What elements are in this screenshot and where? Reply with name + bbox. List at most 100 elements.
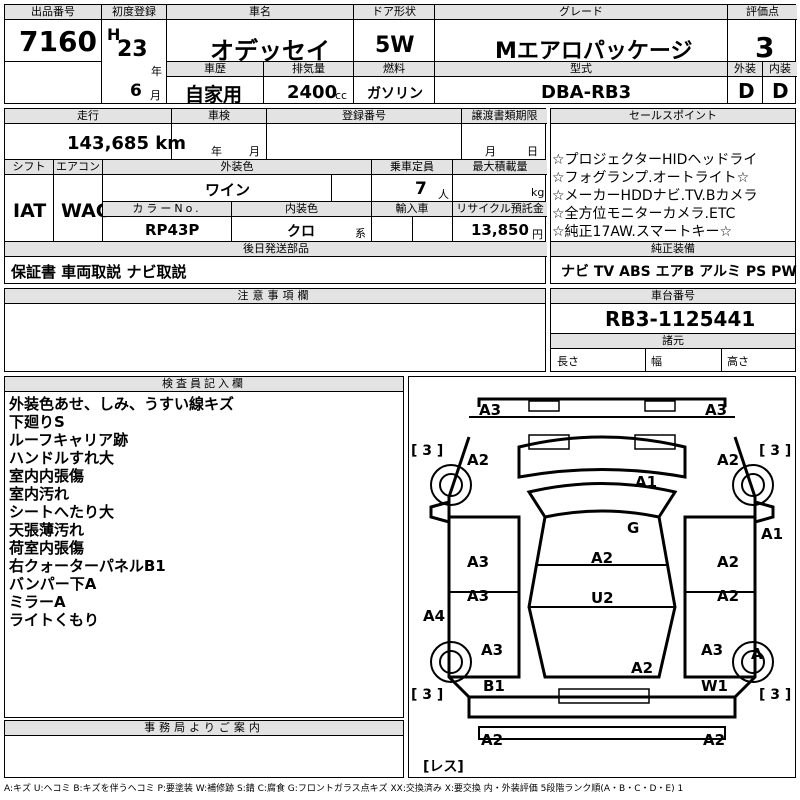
tire-tread: [ 3 ] xyxy=(411,687,443,703)
inspector-note: 荷室内張傷 xyxy=(9,539,85,557)
damage-code: A1 xyxy=(635,473,657,491)
vehicle-info-section: 走行 143,685 km 車検 年 月 登録番号 譲渡書類期限 月 日 シフト… xyxy=(4,108,547,284)
capacity: 7 xyxy=(415,179,427,199)
inspector-note: 室内汚れ xyxy=(9,485,70,503)
grade: Mエアロパッケージ xyxy=(495,39,693,64)
inspector-note: ルーフキャリア跡 xyxy=(9,431,129,449)
recycle-fee: 13,850 xyxy=(471,221,529,239)
damage-code: A2 xyxy=(631,659,653,677)
recycle-unit: 円 xyxy=(532,228,543,241)
mileage-header: 走行 xyxy=(5,109,171,124)
tire-tread: [ 3 ] xyxy=(759,443,791,459)
reg-no-header: 登録番号 xyxy=(267,109,461,124)
load-header: 最大積載量 xyxy=(453,160,547,175)
car-name: オデッセイ xyxy=(210,37,330,65)
first-reg-header: 初度登録 xyxy=(102,5,166,20)
history-header: 車歴 xyxy=(167,62,263,77)
inspector-note: 右クォーターパネルB1 xyxy=(9,557,166,575)
damage-code: A2 xyxy=(481,731,503,749)
width-label: 幅 xyxy=(651,355,662,368)
damage-code: A3 xyxy=(467,553,489,571)
chassis-section: 車台番号 RB3-1125441 諸元 長さ 幅 高さ xyxy=(550,288,796,372)
sales-point: ☆フォグランプ.オートライト☆ xyxy=(552,170,750,186)
tire-tread: [ 3 ] xyxy=(411,443,443,459)
sales-header: セールスポイント xyxy=(551,109,795,124)
history: 自家用 xyxy=(185,84,243,106)
inspector-note: 室内内張傷 xyxy=(9,467,85,485)
damage-code: A2 xyxy=(591,549,613,567)
capacity-unit: 人 xyxy=(438,188,449,201)
ext-header: 外装 xyxy=(728,62,762,77)
damage-code: B1 xyxy=(483,677,505,695)
tire-tread: [レス] xyxy=(423,759,464,775)
later-parts: 保証書 車両取説 ナビ取説 xyxy=(11,263,187,281)
door-header: ドア形状 xyxy=(354,5,434,20)
int-header: 内装 xyxy=(763,62,797,77)
shift: IAT xyxy=(13,200,47,222)
car-name-header: 車名 xyxy=(167,5,353,20)
ext-score: D xyxy=(738,79,755,103)
ac: WAC xyxy=(61,200,110,222)
int-color-header: 内装色 xyxy=(232,202,371,217)
inspector-header: 検査員記入欄 xyxy=(5,377,403,392)
office-section: 事務局よりご案内 xyxy=(4,720,404,778)
caution-header: 注意事項欄 xyxy=(5,289,545,304)
transfer-month: 月 xyxy=(485,145,496,158)
interior-color: クロ xyxy=(287,224,315,240)
damage-code: A2 xyxy=(717,587,739,605)
damage-code: A2 xyxy=(703,731,725,749)
equipment-header: 純正装備 xyxy=(551,242,795,257)
later-parts-header: 後日発送部品 xyxy=(5,242,547,257)
inspector-note: 外装色あせ、しみ、うすい線キズ xyxy=(9,395,235,413)
office-header: 事務局よりご案内 xyxy=(5,721,403,736)
legend: A:キズ U:ヘコミ B:キズを伴うヘコミ P:要塗装 W:補修跡 S:錆 C:… xyxy=(4,784,684,794)
score-header: 評価点 xyxy=(728,5,797,20)
mileage: 143,685 km xyxy=(67,133,186,154)
disp-header: 排気量 xyxy=(264,62,353,77)
lot-header: 出品番号 xyxy=(5,5,101,20)
disp-unit: cc xyxy=(335,89,348,102)
inspection-header: 車検 xyxy=(172,109,266,124)
model-code: DBA-RB3 xyxy=(541,82,632,103)
tire-tread: [ 3 ] xyxy=(759,687,791,703)
int-color-unit: 系 xyxy=(355,227,366,240)
damage-code: A3 xyxy=(701,641,723,659)
chassis-number: RB3-1125441 xyxy=(605,307,756,331)
inspector-note: ハンドルすれ大 xyxy=(9,449,115,467)
color-header: 外装色 xyxy=(103,160,371,175)
inspector-note: 天張薄汚れ xyxy=(9,521,85,539)
capacity-header: 乗車定員 xyxy=(372,160,452,175)
damage-code: A3 xyxy=(467,587,489,605)
damage-code: A4 xyxy=(423,607,445,625)
fuel-header: 燃料 xyxy=(354,62,434,77)
door-type: 5W xyxy=(375,33,415,58)
transfer-header: 譲渡書類期限 xyxy=(462,109,547,124)
inspector-note: ライトくもり xyxy=(9,611,100,629)
ac-header: エアコン xyxy=(54,160,102,175)
damage-code: U2 xyxy=(591,589,614,607)
top-section: 出品番号 7160 初度登録 H 23 年 6 月 車名 オデッセイ ドア形状 … xyxy=(4,4,797,106)
displacement: 2400 xyxy=(287,82,338,103)
inspector-note: シートへたり大 xyxy=(9,503,115,521)
score: 3 xyxy=(755,31,775,64)
reg-year: 23 xyxy=(117,37,148,62)
caution-section: 注意事項欄 xyxy=(4,288,546,372)
transfer-day: 日 xyxy=(527,145,538,158)
import-header: 輸入車 xyxy=(372,202,452,217)
sales-point: ☆メーカーHDDナビ.TV.Bカメラ xyxy=(552,188,758,204)
color-no: RP43P xyxy=(145,221,200,239)
shift-header: シフト xyxy=(5,160,53,175)
sales-point: ☆純正17AW.スマートキー☆ xyxy=(552,224,732,240)
damage-code: W1 xyxy=(701,677,728,695)
damage-code: G xyxy=(627,519,639,537)
damage-code: A3 xyxy=(479,401,501,419)
reg-month: 6 xyxy=(130,81,142,101)
year-unit: 年 xyxy=(151,65,162,78)
equipment: ナビ TV ABS エアB アルミ PS PW xyxy=(561,264,797,280)
length-label: 長さ xyxy=(557,355,579,368)
damage-code: A xyxy=(751,645,763,663)
dims-header: 諸元 xyxy=(551,334,795,349)
load-unit: kg xyxy=(531,186,545,199)
inspector-note: ミラーA xyxy=(9,593,66,611)
